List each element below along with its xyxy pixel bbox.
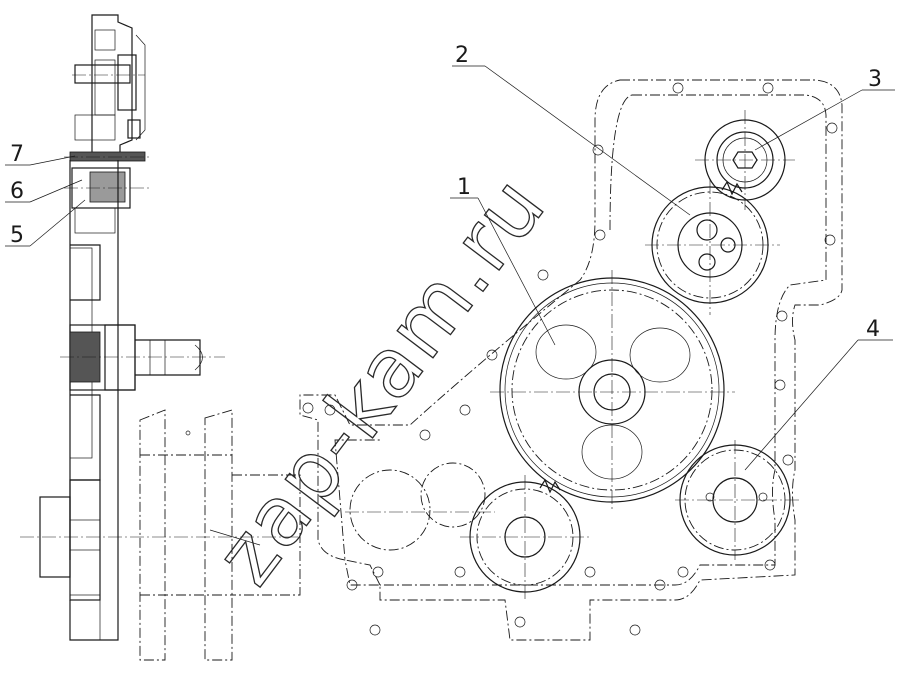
gear-3 <box>695 110 795 210</box>
callout-2: 2 <box>455 43 469 68</box>
callout-6: 6 <box>10 179 24 204</box>
callout-1: 1 <box>457 175 471 200</box>
gear-4 <box>675 440 800 560</box>
pump-gear-left <box>349 469 431 551</box>
gear-1 <box>490 270 735 510</box>
pump-gear-right <box>420 462 486 528</box>
front-view <box>299 79 843 641</box>
section-view <box>20 14 301 661</box>
callout-7: 7 <box>10 142 24 167</box>
bolt-holes <box>302 82 838 636</box>
gear-2 <box>645 180 780 315</box>
callout-3: 3 <box>868 67 882 92</box>
callout-4: 4 <box>866 317 880 342</box>
watermark-text: zap-kam.ru <box>198 159 564 602</box>
callout-leaders <box>5 65 895 471</box>
crank-gear <box>460 475 590 600</box>
callout-5: 5 <box>10 223 24 248</box>
